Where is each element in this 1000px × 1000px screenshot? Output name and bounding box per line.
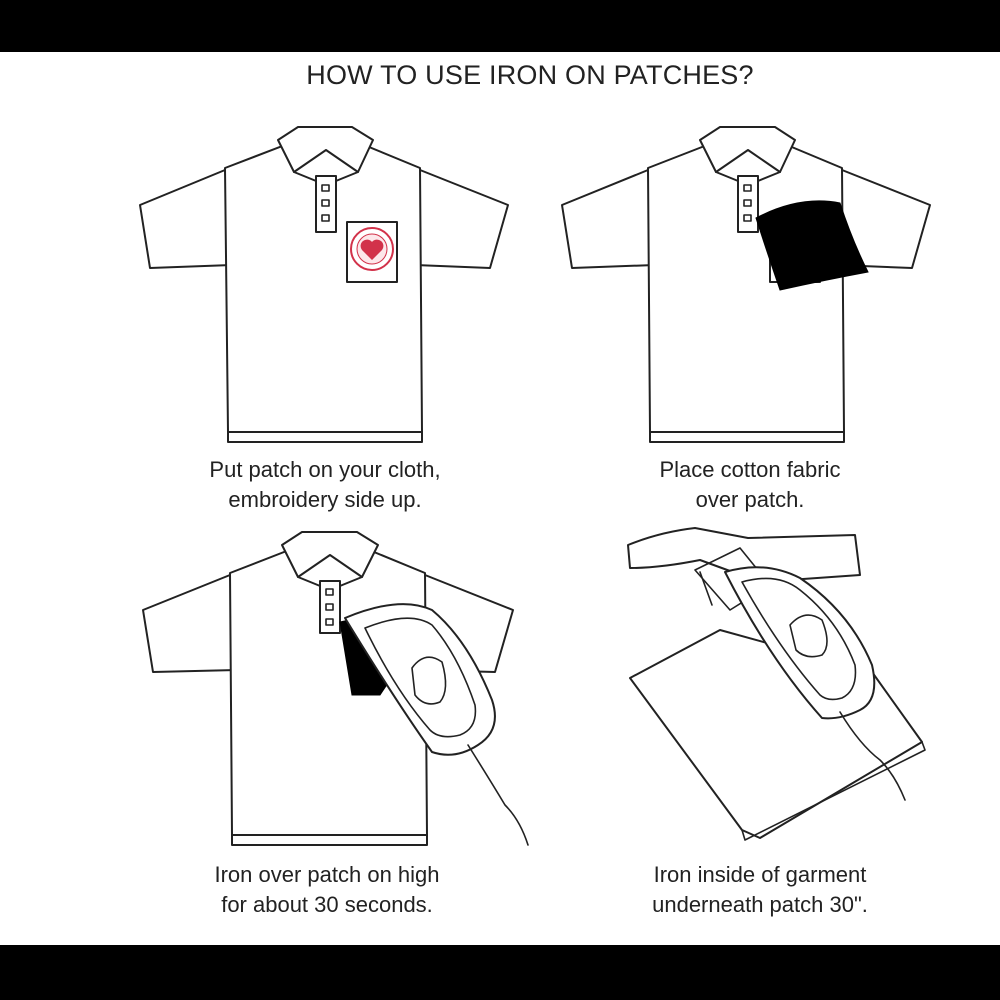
step4-caption-line2: underneath patch 30". [652,892,868,917]
step4-caption: Iron inside of garment underneath patch … [575,860,945,920]
shirt-1 [139,126,509,443]
heart-patch [350,227,394,271]
step3-caption-line2: for about 30 seconds. [221,892,433,917]
cotton-fabric-cover [755,200,869,291]
step1-caption-line1: Put patch on your cloth, [209,457,441,482]
step2-caption-line2: over patch. [695,487,805,512]
step3-caption-line1: Iron over patch on high [214,862,440,887]
step1-caption-line2: embroidery side up. [228,487,422,512]
step2-caption: Place cotton fabric over patch. [565,455,935,515]
step4-caption-line1: Iron inside of garment [653,862,867,887]
step1-caption: Put patch on your cloth, embroidery side… [140,455,510,515]
diagram-title: HOW TO USE IRON ON PATCHES? [306,60,754,90]
iron-icon [344,603,529,846]
step2-caption-line1: Place cotton fabric [659,457,841,482]
step3-caption: Iron over patch on high for about 30 sec… [142,860,512,920]
iron-icon [724,566,906,801]
